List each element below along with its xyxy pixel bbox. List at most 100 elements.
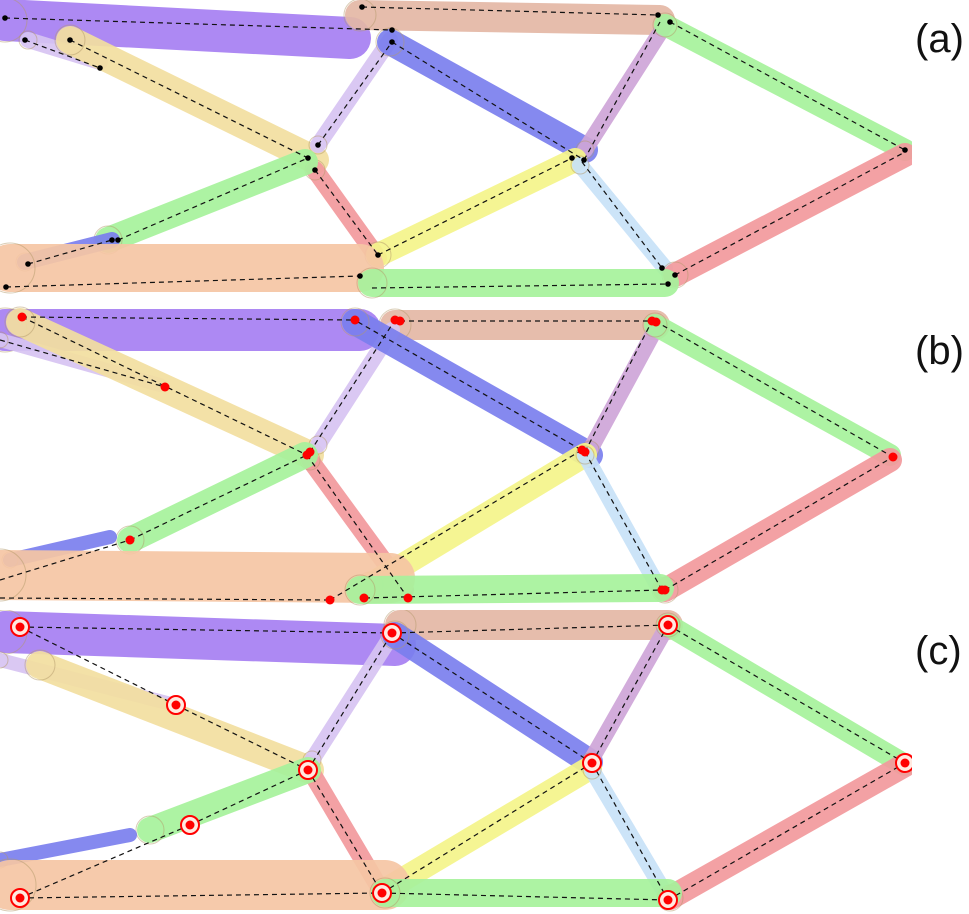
link-end-outline [4, 306, 36, 338]
joint-dot [403, 593, 413, 603]
link-bar-yellow [26, 651, 324, 784]
dashed-link-line [0, 539, 131, 581]
dashed-link-line [19, 626, 393, 634]
joint-dot [160, 382, 170, 392]
dashed-link-line [0, 597, 331, 601]
link-bar-green [137, 757, 321, 843]
joint-dot [900, 758, 910, 768]
joint-dot [902, 147, 908, 153]
joint-dot [305, 447, 315, 457]
dashed-link-line [307, 769, 383, 894]
joint-dot [389, 39, 395, 45]
dashed-link-line [19, 626, 177, 706]
link-end-outline [0, 331, 9, 349]
link-end-outline [0, 858, 37, 912]
dashed-link-line [129, 454, 308, 541]
joint-dot [17, 312, 27, 322]
joint-dot [667, 19, 673, 25]
dashed-link-line [0, 339, 166, 388]
link-bar-blue [377, 29, 598, 163]
dashed-link-line [357, 321, 586, 453]
dashed-link-line [674, 151, 906, 276]
link-bar-mauve [582, 322, 663, 458]
joint-dot [659, 265, 665, 271]
joint-dot [2, 15, 8, 21]
link-bar-green [95, 149, 318, 253]
panel-c [0, 610, 912, 912]
link-end-outline [0, 548, 27, 602]
panel-label-a: (a) [915, 17, 964, 61]
link-end-outline [344, 574, 376, 606]
link-end-outline [0, 242, 36, 294]
joint-dot [389, 27, 395, 33]
link-bar-mauve [577, 17, 673, 158]
dashed-link-line [371, 283, 669, 289]
link-bar-brightyellow [373, 756, 602, 902]
dashed-link-line [591, 762, 669, 901]
dashed-link-line [4, 17, 393, 31]
joint-dot [3, 284, 9, 290]
link-end-outline [0, 851, 9, 869]
link-end-outline [135, 815, 165, 845]
joint-dot [15, 893, 25, 903]
joint-dot [377, 888, 387, 898]
dashed-link-line [377, 157, 573, 256]
dashed-link-line [329, 449, 583, 601]
dashed-link-line [391, 624, 669, 634]
panel-c-content [0, 610, 912, 912]
joint-dot [672, 272, 678, 278]
link-bar-purple [0, 0, 371, 59]
dashed-link-line [581, 161, 663, 269]
joint-dot [375, 252, 381, 258]
dashed-link-line [189, 769, 309, 826]
panel-b-content [0, 306, 902, 606]
dashed-link-line [24, 39, 101, 69]
link-bar-purple [0, 611, 416, 666]
joint-dot [660, 585, 670, 595]
dashed-link-line [21, 316, 356, 321]
joint-dot [651, 317, 661, 327]
joint-dot [581, 157, 587, 163]
link-end-outline [18, 30, 38, 50]
dashed-link-line [391, 41, 585, 161]
link-bar-orange [0, 550, 415, 603]
joint-dot [315, 142, 321, 148]
joint-dot [109, 237, 115, 243]
link-end-outline [0, 651, 9, 669]
link-bar-tan [345, 0, 675, 35]
link-end-outline [343, 0, 377, 32]
link-bar-green [657, 614, 912, 776]
joint-dot [125, 535, 135, 545]
dashed-link-line [667, 762, 906, 901]
joint-dot [25, 261, 31, 267]
panel-a [0, 0, 912, 299]
joint-dot [663, 895, 673, 905]
link-bar-green [654, 14, 912, 161]
joint-dot [395, 316, 405, 326]
joint-dot [359, 593, 369, 603]
joint-dot [359, 4, 365, 10]
joint-dot [115, 237, 121, 243]
dashed-link-line [306, 454, 409, 599]
panel-label-c: (c) [915, 629, 962, 673]
link-end-outline [652, 12, 678, 38]
dashed-link-line [317, 41, 393, 146]
joint-dot [15, 622, 25, 632]
dashed-link-line [19, 824, 191, 899]
joint-dot [171, 700, 181, 710]
dashed-link-line [391, 632, 593, 764]
joint-dot [655, 12, 661, 18]
joint-dot [325, 595, 335, 605]
link-end-outline [54, 24, 86, 56]
dashed-link-line [117, 157, 309, 241]
joint-dot [22, 37, 28, 43]
joint-dot [580, 447, 590, 457]
dashed-link-line [21, 316, 308, 456]
link-bar-lightblue [577, 447, 668, 598]
link-end-outline [380, 620, 410, 650]
joint-dot [569, 155, 575, 161]
panel-a-content [0, 0, 912, 299]
link-bar-green [117, 442, 318, 553]
dashed-link-line [584, 320, 653, 453]
link-end-outline [24, 649, 56, 681]
